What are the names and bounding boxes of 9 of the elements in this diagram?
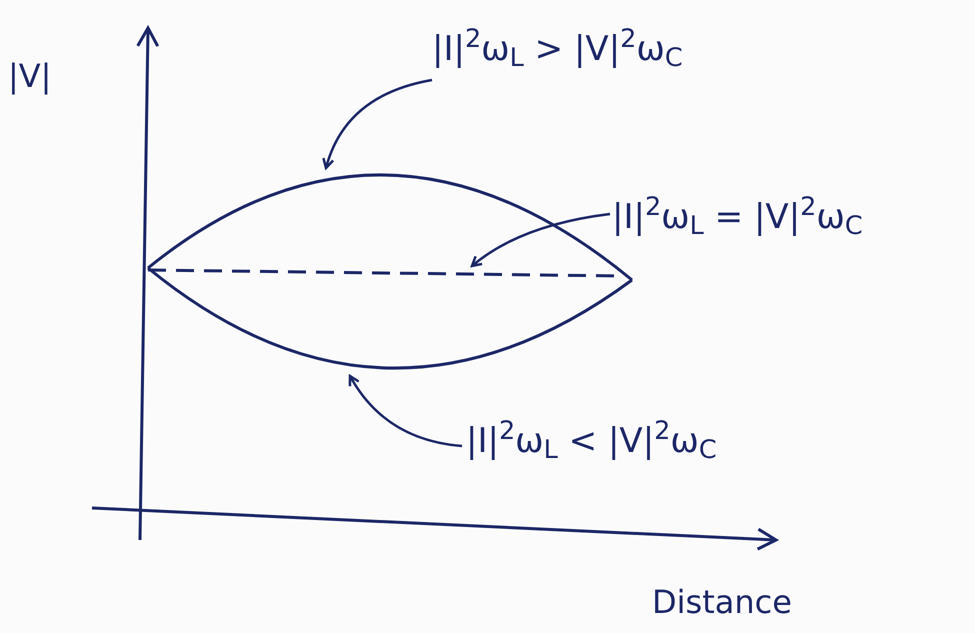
leader-arrow <box>322 78 432 170</box>
x-axis-label: Distance <box>652 582 792 623</box>
condition-label: |I|$^{2}$ω$_{L}$ < |V|$^{2}$ω$_{C}$ <box>466 421 717 461</box>
condition-label: |I|$^{2}$ω$_{L}$ > |V|$^{2}$ω$_{C}$ <box>432 29 683 69</box>
y-axis-label: |V| <box>8 56 52 97</box>
curve <box>147 266 633 370</box>
leader-arrow <box>348 374 462 448</box>
leader-arrow <box>470 212 610 268</box>
condition-label: |I|$^{2}$ω$_{L}$ = |V|$^{2}$ω$_{C}$ <box>612 197 863 237</box>
